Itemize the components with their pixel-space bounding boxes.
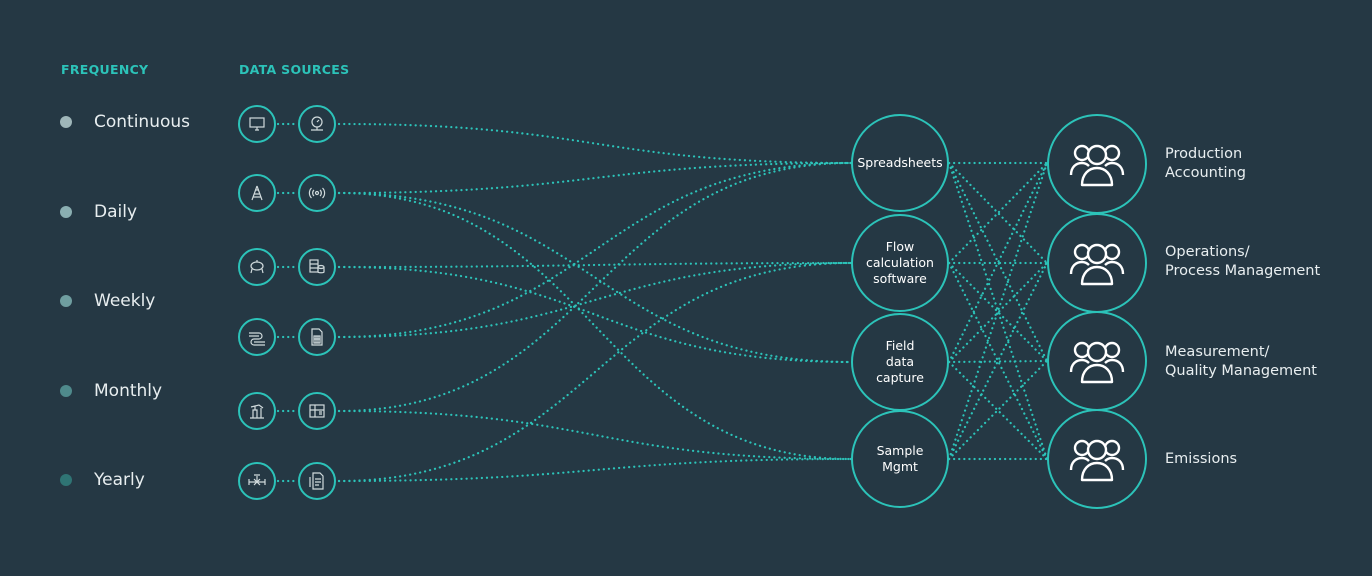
transmission-tower-icon	[238, 174, 276, 212]
source-to-system-line	[337, 261, 853, 269]
system-node-spreadsheets: Spreadsheets	[851, 114, 949, 212]
frequency-header: FREQUENCY	[61, 62, 149, 77]
audience-node-measurement-quality-management	[1047, 311, 1147, 411]
control-panel-icon	[298, 392, 336, 430]
audience-node-production-accounting	[1047, 114, 1147, 214]
report-document-icon	[298, 462, 336, 500]
pipeline-icon	[238, 318, 276, 356]
source-to-system-line	[337, 261, 853, 339]
frequency-item-continuous: Continuous	[60, 112, 190, 132]
frequency-label: Continuous	[94, 112, 191, 132]
system-label: Flow calculation software	[866, 239, 934, 286]
system-node-flow-calculation-software: Flow calculation software	[851, 214, 949, 312]
system-to-audience-line	[947, 161, 1049, 461]
frequency-item-weekly: Weekly	[60, 291, 155, 311]
frequency-dot	[60, 295, 72, 307]
system-to-audience-line	[947, 161, 1049, 265]
source-to-system-line	[337, 265, 853, 364]
source-to-system-line	[337, 191, 853, 364]
system-to-audience-line	[947, 161, 1049, 363]
system-node-sample-mgmt: Sample Mgmt	[851, 410, 949, 508]
audience-node-operations-process-management	[1047, 213, 1147, 313]
valve-icon	[238, 462, 276, 500]
frequency-item-daily: Daily	[60, 202, 137, 222]
source-to-system-line	[337, 261, 853, 483]
frequency-label: Monthly	[94, 381, 163, 401]
frequency-dot	[60, 474, 72, 486]
calculator-document-icon	[298, 318, 336, 356]
audience-label: Measurement/ Quality Management	[1165, 344, 1317, 379]
user-group-icon	[1069, 144, 1125, 187]
pressure-gauge-icon	[298, 105, 336, 143]
system-to-audience-line	[947, 261, 1049, 461]
audience-label: Operations/ Process Management	[1165, 244, 1321, 279]
system-node-field-data-capture: Field data capture	[851, 313, 949, 411]
frequency-dot	[60, 116, 72, 128]
monitor-icon	[238, 105, 276, 143]
user-group-icon	[1069, 341, 1125, 384]
frequency-label: Weekly	[94, 291, 156, 311]
frequency-item-monthly: Monthly	[60, 381, 162, 401]
system-to-audience-line	[947, 161, 1049, 461]
user-group-icon	[1069, 439, 1125, 482]
wireless-signal-icon	[298, 174, 336, 212]
system-label: Field data capture	[876, 338, 924, 385]
audience-label: Production Accounting	[1165, 146, 1246, 181]
source-to-system-line	[337, 161, 853, 339]
frequency-item-yearly: Yearly	[60, 470, 145, 490]
storage-tank-icon	[238, 248, 276, 286]
audience-label: Emissions	[1165, 451, 1238, 467]
oil-pump-icon	[238, 392, 276, 430]
data-sources-header: DATA SOURCES	[239, 62, 350, 77]
source-to-system-line	[337, 409, 853, 461]
system-to-audience-line	[947, 161, 1049, 265]
source-to-system-line	[337, 191, 853, 461]
database-server-icon	[298, 248, 336, 286]
system-to-audience-line	[947, 359, 1049, 364]
frequency-dot	[60, 206, 72, 218]
system-to-audience-line	[947, 261, 1049, 461]
system-label: Spreadsheets	[857, 155, 943, 170]
frequency-label: Yearly	[94, 470, 145, 490]
frequency-dot	[60, 385, 72, 397]
source-to-system-line	[337, 161, 853, 195]
source-to-system-line	[337, 161, 853, 413]
frequency-label: Daily	[94, 202, 138, 222]
system-to-audience-line	[947, 261, 1049, 363]
source-to-system-line	[337, 122, 853, 165]
system-label: Sample Mgmt	[876, 443, 924, 474]
source-to-system-line	[337, 457, 853, 483]
audience-node-emissions	[1047, 409, 1147, 509]
user-group-icon	[1069, 243, 1125, 286]
